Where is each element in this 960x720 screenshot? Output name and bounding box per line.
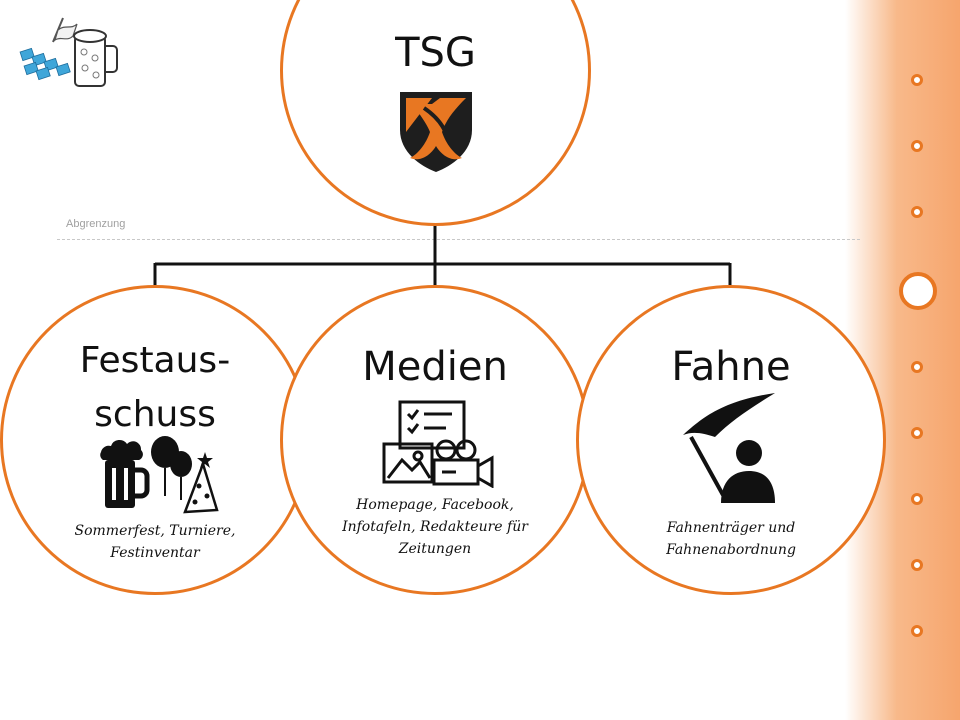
nav-dot-current[interactable] [899, 272, 937, 310]
nav-dot-5[interactable] [911, 361, 923, 373]
fahne-desc-line2: Fahnenabordnung [666, 542, 796, 558]
nav-dot-7[interactable] [911, 493, 923, 505]
flag-and-beer-logo-icon [19, 17, 118, 87]
festausschuss-title-line1: Festaus- [79, 340, 231, 381]
nav-dot-8[interactable] [911, 559, 923, 571]
nav-dot-3[interactable] [911, 206, 923, 218]
festausschuss-node[interactable]: Festaus- schuss Sommerfest, Turniere, Fe… [0, 285, 310, 595]
fahne-desc-line1: Fahnenträger und [666, 520, 796, 536]
beer-balloons-party-hat-icon [100, 436, 219, 514]
festausschuss-title-line2: schuss [94, 394, 216, 435]
medien-desc-line2: Infotafeln, Redakteure für [342, 519, 528, 535]
nav-dot-9[interactable] [911, 625, 923, 637]
divider-line [57, 239, 860, 240]
fahne-title: Fahne [671, 344, 791, 390]
tsg-title: TSG [395, 30, 476, 76]
medien-node[interactable]: Medien Homepage, Facebook, Infotafeln, R… [280, 285, 590, 595]
festausschuss-desc-line1: Sommerfest, Turniere, [74, 523, 236, 539]
nav-dot-1[interactable] [911, 74, 923, 86]
tsg-crest-icon [400, 92, 472, 172]
flag-bearer-icon [683, 393, 775, 503]
nav-dot-2[interactable] [911, 140, 923, 152]
divider-label: Abgrenzung [66, 218, 126, 230]
festausschuss-desc-line2: Festinventar [110, 545, 200, 561]
medien-title: Medien [362, 344, 508, 390]
media-checklist-gallery-video-icon [382, 400, 494, 488]
medien-desc-line1: Homepage, Facebook, [356, 497, 514, 513]
medien-desc-line3: Zeitungen [398, 541, 472, 557]
fahne-node[interactable]: Fahne Fahnenträger und Fahnenabordnung [576, 285, 886, 595]
nav-dot-6[interactable] [911, 427, 923, 439]
